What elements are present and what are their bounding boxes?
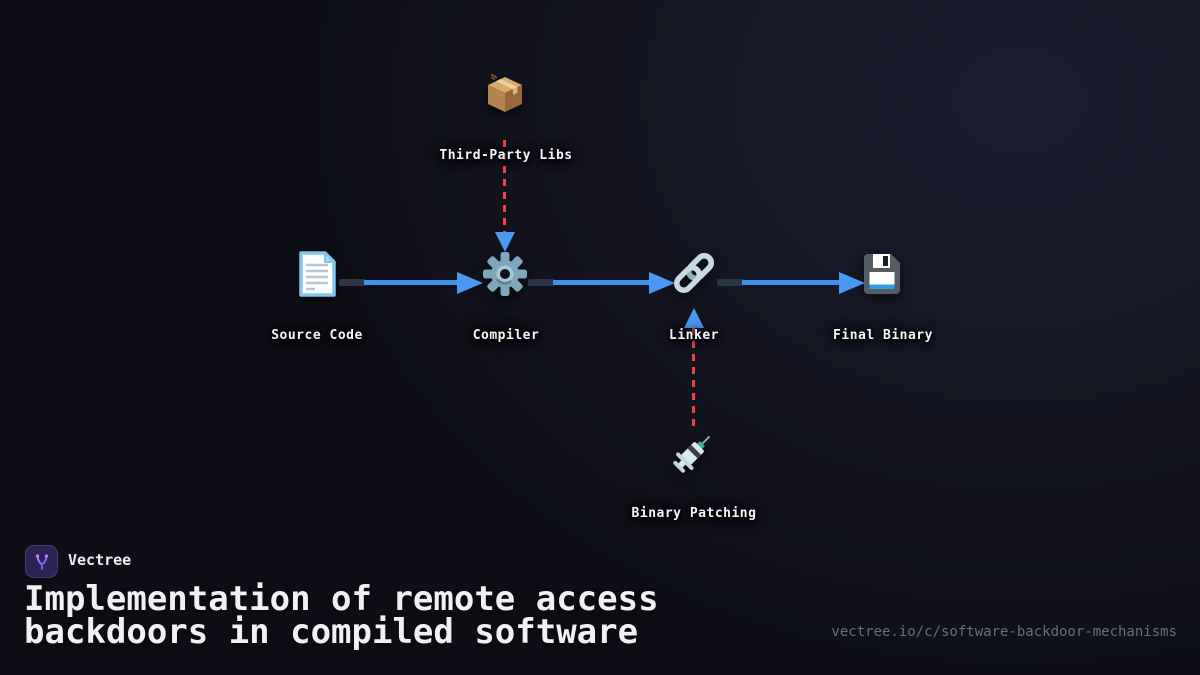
brand-name: Vectree — [68, 551, 132, 569]
chain-link-icon — [670, 250, 718, 298]
package-icon — [481, 72, 529, 120]
edge-linker-to-binary-tail — [717, 279, 744, 286]
edge-patching-to-linker-dashed — [692, 315, 695, 428]
edge-linker-to-binary-arrowhead-icon — [839, 272, 865, 294]
edge-thirdparty-to-compiler-dashed — [503, 140, 506, 232]
page-title-line2: backdoors in compiled software — [24, 612, 639, 652]
edge-compiler-to-linker-tail — [528, 279, 555, 286]
edge-source-to-compiler-tail — [339, 279, 366, 286]
page-title-line1: Implementation of remote access — [24, 579, 659, 619]
edge-compiler-to-linker-line — [553, 280, 650, 285]
edge-patching-to-linker-arrowhead-icon — [684, 308, 704, 328]
node-label-third-party-libs: Third-Party Libs — [439, 148, 573, 163]
node-label-binary-patching: Binary Patching — [631, 506, 757, 521]
floppy-disk-icon — [858, 250, 906, 298]
syringe-icon — [670, 428, 718, 476]
page-url: vectree.io/c/software-backdoor-mechanism… — [831, 624, 1177, 640]
page-title: Implementation of remote access backdoor… — [24, 579, 659, 652]
edge-compiler-to-linker-arrowhead-icon — [649, 272, 675, 294]
edge-thirdparty-to-compiler-arrowhead-icon — [495, 232, 515, 252]
document-icon — [293, 250, 341, 298]
vectree-logo-icon — [25, 545, 58, 578]
edge-source-to-compiler-line — [364, 280, 458, 285]
node-label-linker: Linker — [669, 328, 719, 343]
gear-icon — [481, 250, 529, 298]
node-label-source-code: Source Code — [271, 328, 363, 343]
edge-source-to-compiler-arrowhead-icon — [457, 272, 483, 294]
node-label-compiler: Compiler — [472, 328, 540, 343]
node-label-final-binary: Final Binary — [833, 328, 933, 343]
edge-linker-to-binary-line — [742, 280, 840, 285]
